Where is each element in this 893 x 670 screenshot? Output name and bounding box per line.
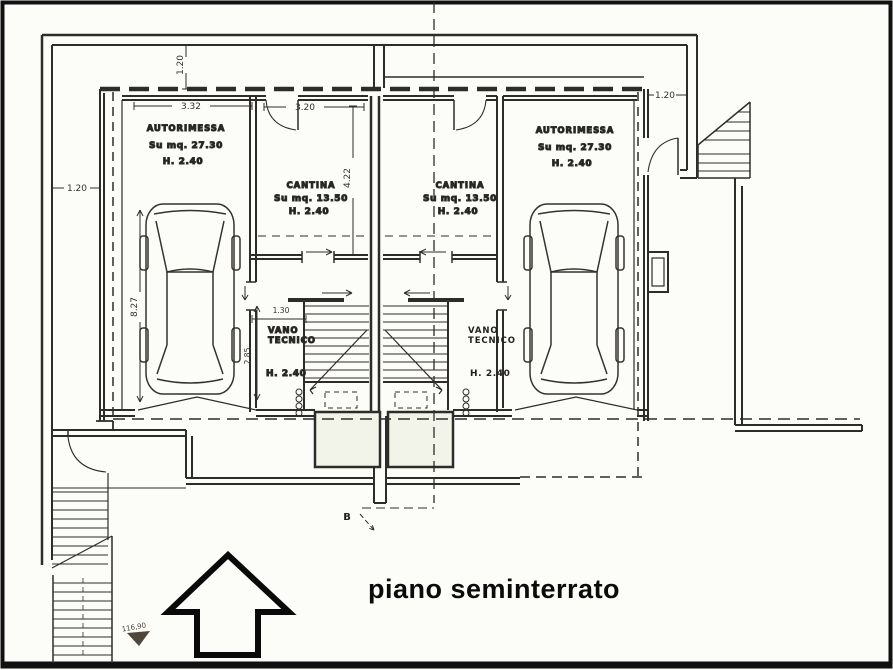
room-label: AUTORIMESSA [536,126,615,136]
dim-cantina-depth: 4.22 [343,105,357,256]
svg-text:3.20: 3.20 [295,103,315,113]
room-label: TECNICO [268,336,316,346]
dim-left-setback: 1.20 [67,184,87,194]
car-icon [523,203,625,395]
room-height: H. 2.40 [266,369,307,379]
room-area: Su mq. 27.30 [538,143,612,153]
svg-text:2.85: 2.85 [243,347,252,364]
section-line-b: B [343,2,435,531]
garage-door-left [137,396,257,411]
external-stair-top-right [697,101,751,179]
room-cantina-left: CANTINA Su mq. 13.50 H. 2.40 3.20 4.22 [250,95,368,263]
room-label: VANO [268,326,299,336]
dim-vano-depth: 2.85 [243,305,261,401]
room-label: VANO [468,326,499,336]
room-height: H. 2.40 [470,369,511,379]
building-bottom-walls [100,388,648,417]
room-cantina-right: CANTINA Su mq. 13.50 H. 2.40 [383,95,497,263]
room-height: H. 2.40 [163,157,204,167]
setback-dimensions: 1.20 1.20 1.20 [52,44,687,194]
svg-text:4.22: 4.22 [343,168,353,188]
door-arc-cantina-right [453,99,487,131]
stair-direction-arrows [241,248,512,301]
door-arc-cantina-left [265,99,299,131]
section-marker-label: B [343,512,351,523]
external-stair-bottom-left [51,430,113,663]
svg-text:3.32: 3.32 [181,102,201,112]
elevation-triangle-icon [127,631,150,646]
dim-top-setback: 1.20 [176,55,186,75]
dim-garage-width: 3.32 [133,102,253,112]
light-wells [313,410,455,469]
svg-text:1.30: 1.30 [273,306,290,315]
elevation-marker: 116,90 [121,621,150,646]
site-walls [40,33,863,565]
room-label: AUTORIMESSA [147,124,226,134]
building-walls [96,86,679,476]
stair-core-right [383,298,464,410]
door-arc-right-exit [647,137,679,175]
door-arc-left-exit [67,430,107,473]
floor-title: piano seminterrato [368,574,620,604]
room-label: CANTINA [436,181,485,191]
room-height: H. 2.40 [438,207,479,217]
room-label: CANTINA [287,181,336,191]
room-area: Su mq. 13.50 [274,194,348,204]
north-arrow-icon [160,550,297,658]
garage-door-right [514,396,638,411]
dim-right-setback: 1.20 [655,91,675,101]
room-height: H. 2.40 [552,159,593,169]
svg-text:8.27: 8.27 [130,297,140,317]
party-wall [369,96,387,504]
dim-cantina-width: 3.20 [263,103,365,113]
room-vano-tecnico-right: VANO TECNICO H. 2.40 [468,326,516,379]
boiler-coil-symbol [295,388,470,417]
room-garage-left: AUTORIMESSA Su mq. 27.30 H. 2.40 3.32 8.… [121,95,257,412]
room-garage-right: AUTORIMESSA Su mq. 27.30 H. 2.40 [496,95,638,412]
dim-vano-width: 1.30 [251,306,307,323]
room-label: TECNICO [468,336,516,346]
room-area: Su mq. 13.50 [423,194,497,204]
room-height: H. 2.40 [289,207,330,217]
room-vano-tecnico-left: VANO TECNICO H. 2.40 1.30 2.85 [243,305,316,401]
room-area: Su mq. 27.30 [149,141,223,151]
dim-garage-depth: 8.27 [130,209,144,403]
car-icon [139,203,241,395]
stair-core-left [288,298,369,410]
